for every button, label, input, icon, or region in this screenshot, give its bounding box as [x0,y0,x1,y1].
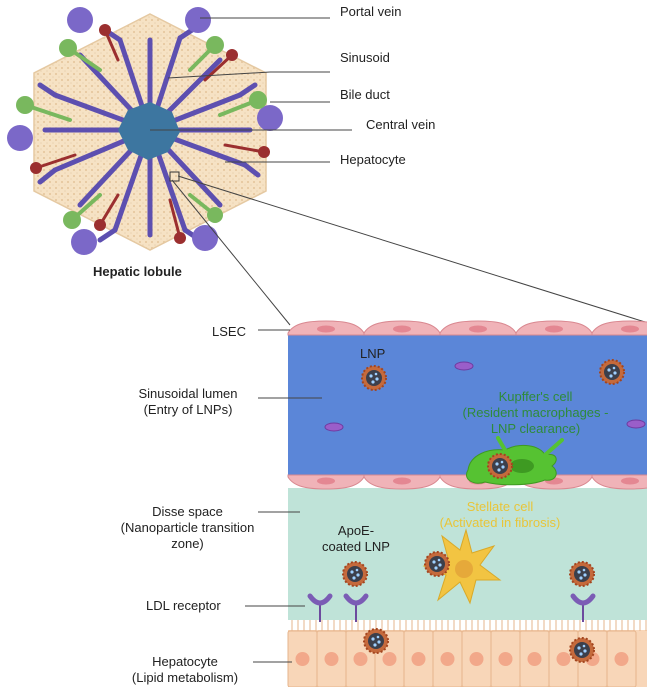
label-disse-line3: zone) [171,536,204,551]
label-sinusoid: Sinusoid [340,50,390,65]
hepatic-lobule [7,7,283,255]
label-hepatocyte-line2: (Lipid metabolism) [131,670,239,685]
label-apoe-line2: coated LNP [322,539,390,554]
label-bile-duct: Bile duct [340,87,390,102]
microvilli [291,620,647,631]
sinusoid-detail [287,320,647,687]
stellate-nucleus [455,560,473,578]
blood-cells [324,361,646,432]
bile-ducts [23,43,260,222]
label-apoe-lnp: ApoE- coated LNP [306,523,406,555]
hepatic-arteries [34,28,266,240]
label-kupffer: Kupffer's cell (Resident macrophages - L… [448,389,623,437]
sinusoidal-lumen [288,335,647,475]
label-lsec: LSEC [212,324,246,339]
label-sinusoidal-lumen-line2: (Entry of LNPs) [143,402,233,417]
label-central-vein: Central vein [366,117,436,132]
label-apoe-line1: ApoE- [337,523,375,538]
label-disse-line1: Disse space [152,504,223,519]
label-sinusoidal-lumen: Sinusoidal lumen (Entry of LNPs) [118,386,258,418]
lobule-leaders [150,17,646,326]
label-stellate: Stellate cell (Activated in fibrosis) [425,499,575,531]
label-disse-line2: (Nanoparticle transition [120,520,255,535]
lsec-top [287,320,647,336]
detail-leaders [245,329,322,663]
label-stellate-line1: Stellate cell [466,499,534,514]
label-disse: Disse space (Nanoparticle transition zon… [100,504,275,552]
label-hepatocyte-detail: Hepatocyte (Lipid metabolism) [120,654,250,686]
label-portal-vein: Portal vein [340,4,402,19]
label-lnp: LNP [360,346,386,361]
lobule-title: Hepatic lobule [93,264,182,279]
label-ldl-receptor: LDL receptor [146,598,221,613]
label-hepatocyte-lobule: Hepatocyte [340,152,406,167]
label-kupffer-line1: Kupffer's cell [498,389,573,404]
label-sinusoidal-lumen-line1: Sinusoidal lumen [138,386,238,401]
label-hepatocyte-line1: Hepatocyte [152,654,218,669]
label-kupffer-line2: (Resident macrophages - [462,405,609,420]
central-vein [118,102,180,160]
label-kupffer-line3: LNP clearance) [490,421,581,436]
label-stellate-line2: (Activated in fibrosis) [439,515,561,530]
